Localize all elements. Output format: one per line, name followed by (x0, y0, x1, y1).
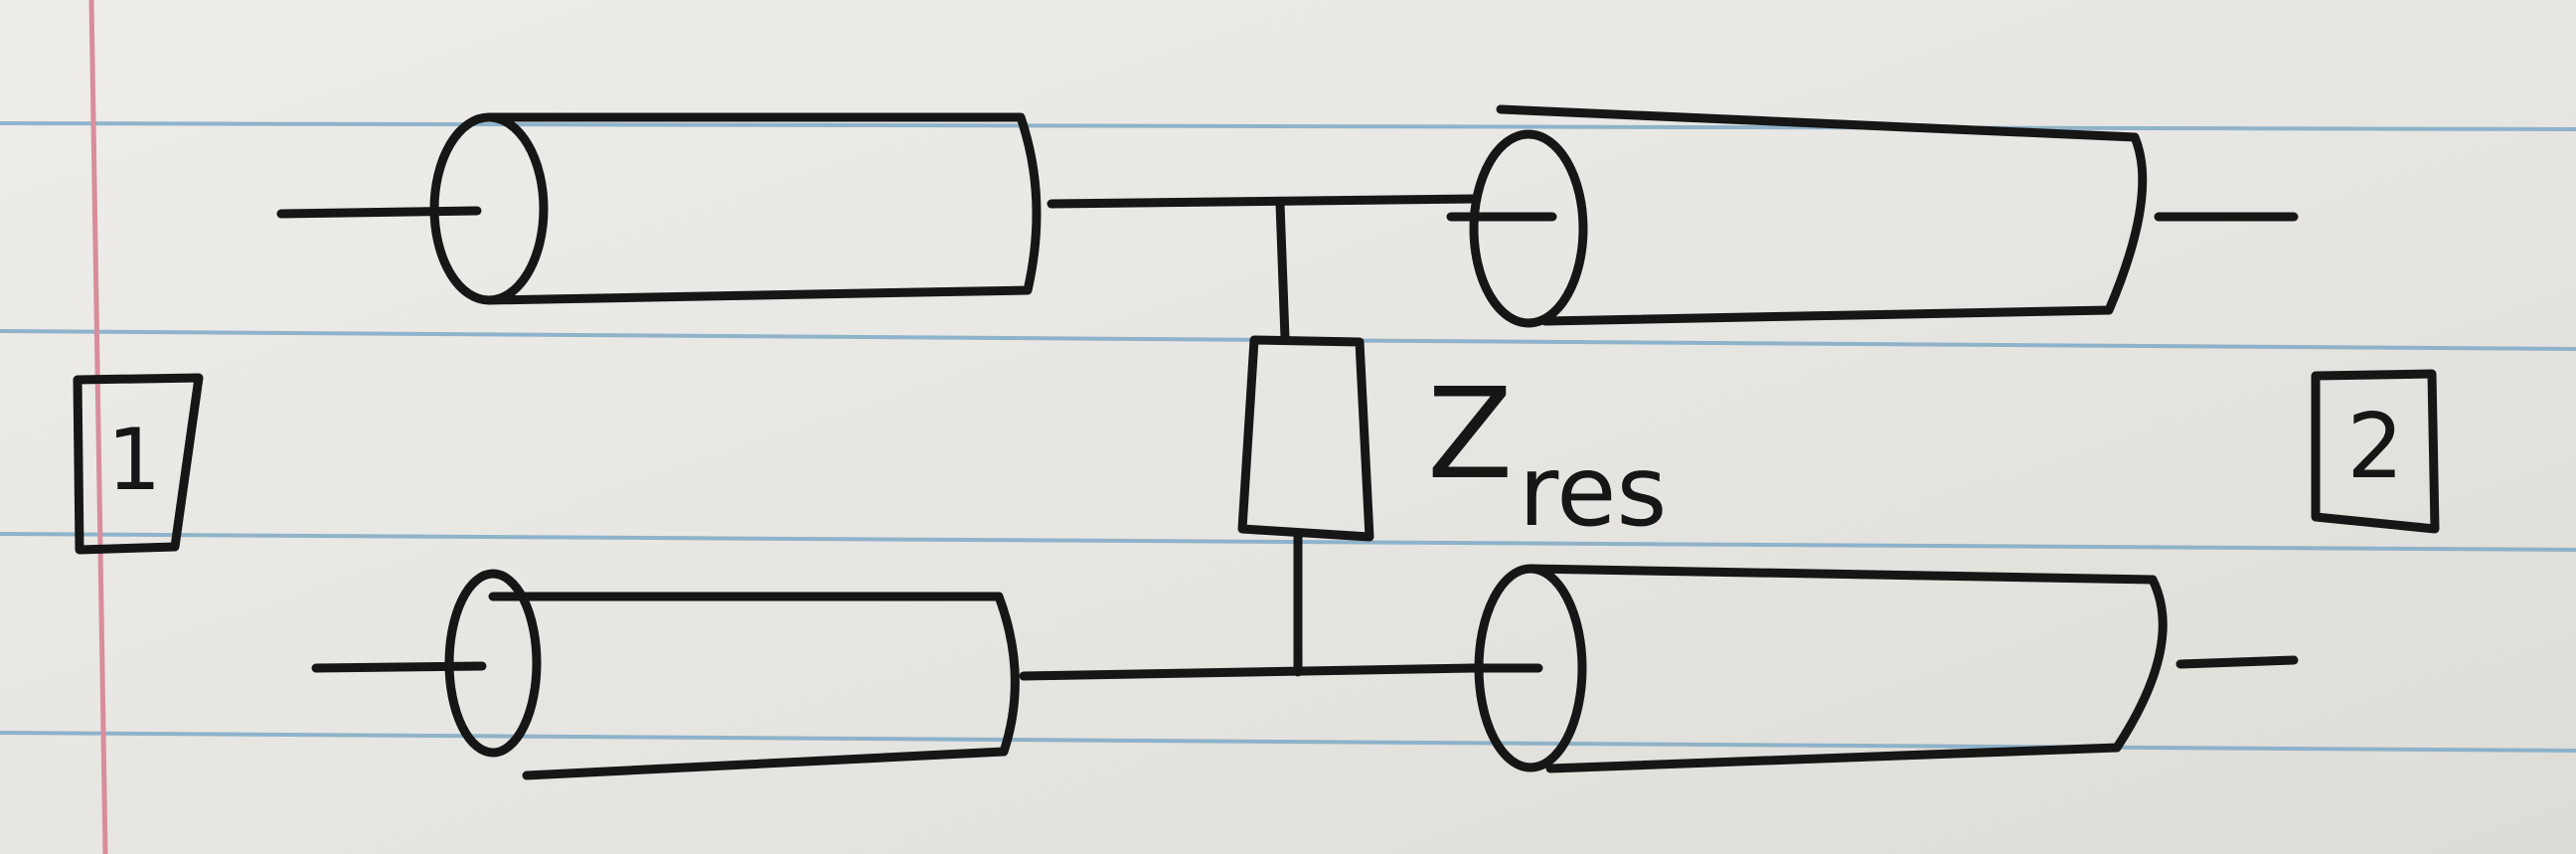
ruled-line (0, 731, 2576, 753)
ruled-line (0, 532, 2576, 552)
wire-top (1046, 194, 1479, 209)
wire-shunt-top (1275, 199, 1290, 343)
port-1-box: 1 (73, 373, 204, 555)
connecting-wires (1019, 194, 1479, 681)
port-2-label: 2 (2346, 395, 2403, 499)
transmission-line-top-right (1446, 104, 2299, 328)
transmission-line-bottom-left (311, 569, 1020, 780)
wire-bottom (1019, 663, 1479, 681)
port-2-box: 2 (2311, 369, 2440, 534)
resonator-impedance: Z res (1237, 335, 1668, 549)
transmission-line-top-left (276, 112, 1042, 305)
margin-line (88, 0, 108, 854)
impedance-label-subscript: res (1519, 435, 1668, 549)
impedance-label-main: Z (1427, 361, 1513, 507)
ruled-line (0, 121, 2576, 131)
port-1-label: 1 (107, 411, 162, 510)
transmission-line-bottom-right (1466, 564, 2299, 773)
